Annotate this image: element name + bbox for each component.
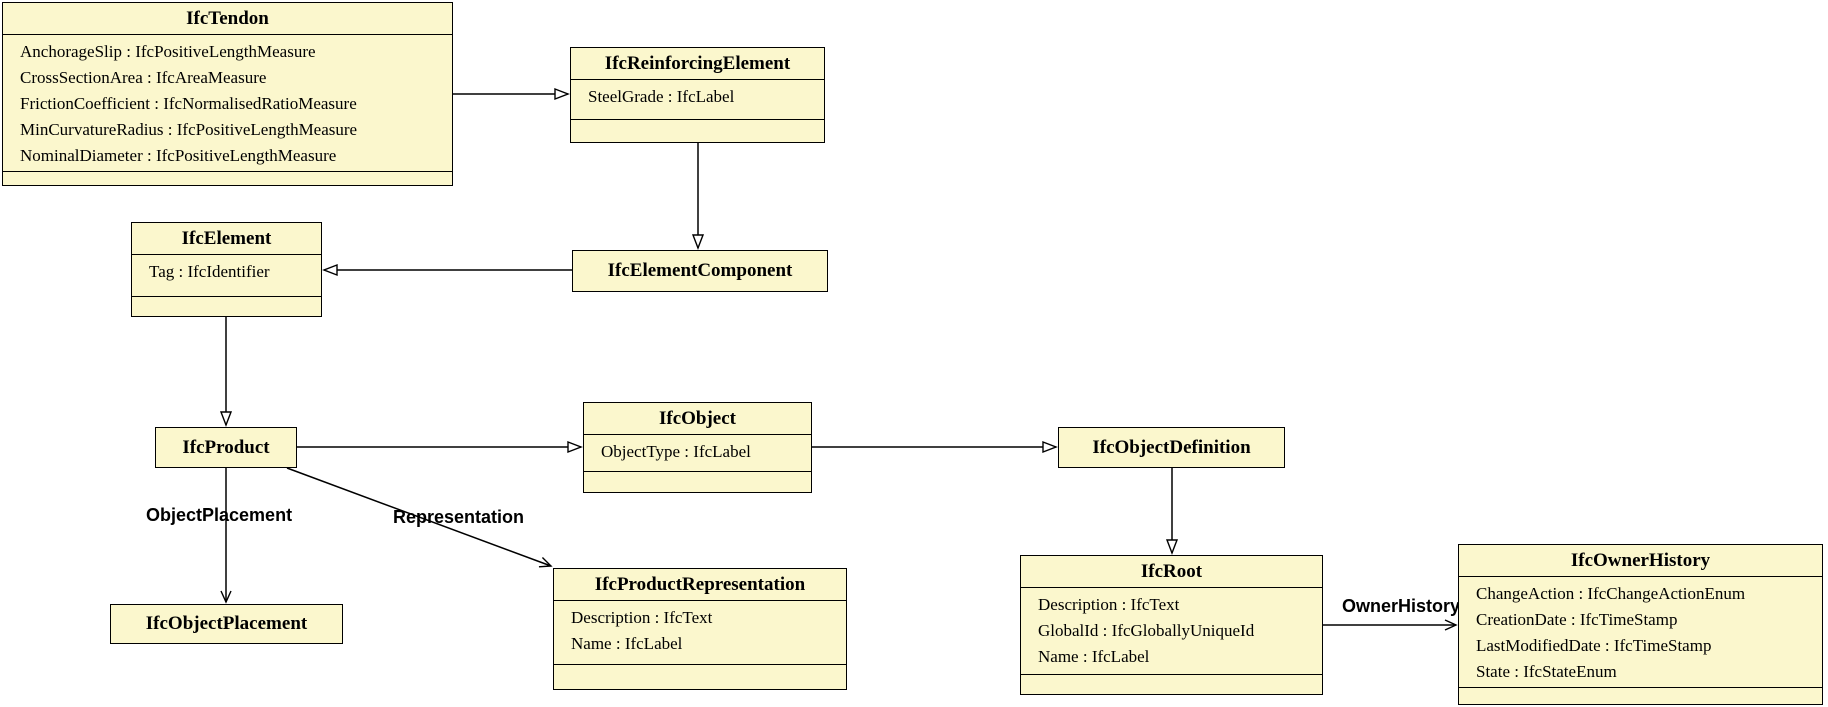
- class-title: IfcOwnerHistory: [1459, 545, 1822, 577]
- class-operation-compartment: [132, 297, 321, 316]
- class-attribute: FrictionCoefficient : IfcNormalisedRatio…: [20, 94, 357, 113]
- class-title: IfcProduct: [182, 436, 270, 458]
- class-title: IfcTendon: [3, 3, 452, 35]
- class-ifcobjectdefinition: IfcObjectDefinition: [1058, 427, 1285, 468]
- class-ifcroot: IfcRoot Description : IfcText GlobalId :…: [1020, 555, 1323, 695]
- class-ifcelementcomponent: IfcElementComponent: [572, 250, 828, 292]
- class-ifcproductrepresentation: IfcProductRepresentation Description : I…: [553, 568, 847, 690]
- class-ifcobjectplacement: IfcObjectPlacement: [110, 604, 343, 644]
- class-attribute-compartment: Description : IfcText Name : IfcLabel: [554, 601, 846, 665]
- class-attribute-compartment: SteelGrade : IfcLabel: [571, 80, 824, 120]
- class-attribute: ChangeAction : IfcChangeActionEnum: [1476, 584, 1746, 603]
- class-attribute-compartment: Description : IfcText GlobalId : IfcGlob…: [1021, 588, 1322, 675]
- class-attribute: MinCurvatureRadius : IfcPositiveLengthMe…: [20, 120, 358, 139]
- class-attribute: Description : IfcText: [1038, 595, 1180, 614]
- class-attribute: NominalDiameter : IfcPositiveLengthMeasu…: [20, 146, 337, 165]
- class-attribute: GlobalId : IfcGloballyUniqueId: [1038, 621, 1255, 640]
- class-attribute-compartment: ChangeAction : IfcChangeActionEnum Creat…: [1459, 577, 1822, 688]
- class-attribute: LastModifiedDate : IfcTimeStamp: [1476, 636, 1712, 655]
- class-attribute: CrossSectionArea : IfcAreaMeasure: [20, 68, 267, 87]
- class-operation-compartment: [3, 172, 452, 192]
- class-ifcproduct: IfcProduct: [155, 427, 297, 468]
- class-operation-compartment: [1459, 688, 1822, 707]
- class-attribute: State : IfcStateEnum: [1476, 662, 1617, 681]
- class-title: IfcProductRepresentation: [554, 569, 846, 601]
- class-ifctendon: IfcTendon AnchorageSlip : IfcPositiveLen…: [2, 2, 453, 186]
- class-attribute: Name : IfcLabel: [1038, 647, 1150, 666]
- class-attribute: ObjectType : IfcLabel: [601, 442, 751, 461]
- edge-label-ownerhistory: OwnerHistory: [1342, 596, 1461, 616]
- class-operation-compartment: [1021, 675, 1322, 694]
- class-title: IfcReinforcingElement: [571, 48, 824, 80]
- class-ifcelement: IfcElement Tag : IfcIdentifier: [131, 222, 322, 317]
- class-operation-compartment: [554, 665, 846, 689]
- class-title: IfcElement: [132, 223, 321, 255]
- class-operation-compartment: [584, 472, 811, 492]
- class-title: IfcElementComponent: [607, 260, 793, 281]
- class-attribute: Tag : IfcIdentifier: [149, 262, 270, 281]
- class-ifcownerhistory: IfcOwnerHistory ChangeAction : IfcChange…: [1458, 544, 1823, 705]
- class-attribute: AnchorageSlip : IfcPositiveLengthMeasure: [20, 42, 316, 61]
- class-attribute-compartment: ObjectType : IfcLabel: [584, 435, 811, 472]
- edge-label-objectplacement: ObjectPlacement: [146, 505, 293, 525]
- class-attribute-compartment: Tag : IfcIdentifier: [132, 255, 321, 297]
- class-attribute: CreationDate : IfcTimeStamp: [1476, 610, 1678, 629]
- class-attribute: Name : IfcLabel: [571, 634, 683, 653]
- class-operation-compartment: [571, 120, 824, 142]
- class-ifcreinforcingelement: IfcReinforcingElement SteelGrade : IfcLa…: [570, 47, 825, 143]
- class-attribute: Description : IfcText: [571, 608, 713, 627]
- class-title: IfcObjectDefinition: [1092, 436, 1251, 458]
- class-attribute: SteelGrade : IfcLabel: [588, 87, 735, 106]
- class-title: IfcObjectPlacement: [145, 613, 308, 634]
- class-ifcobject: IfcObject ObjectType : IfcLabel: [583, 402, 812, 493]
- class-title: IfcObject: [584, 403, 811, 435]
- class-attribute-compartment: AnchorageSlip : IfcPositiveLengthMeasure…: [3, 35, 452, 172]
- class-title: IfcRoot: [1021, 556, 1322, 588]
- edge-product-productrepresentation: [286, 467, 553, 568]
- edge-label-representation: Representation: [393, 507, 525, 527]
